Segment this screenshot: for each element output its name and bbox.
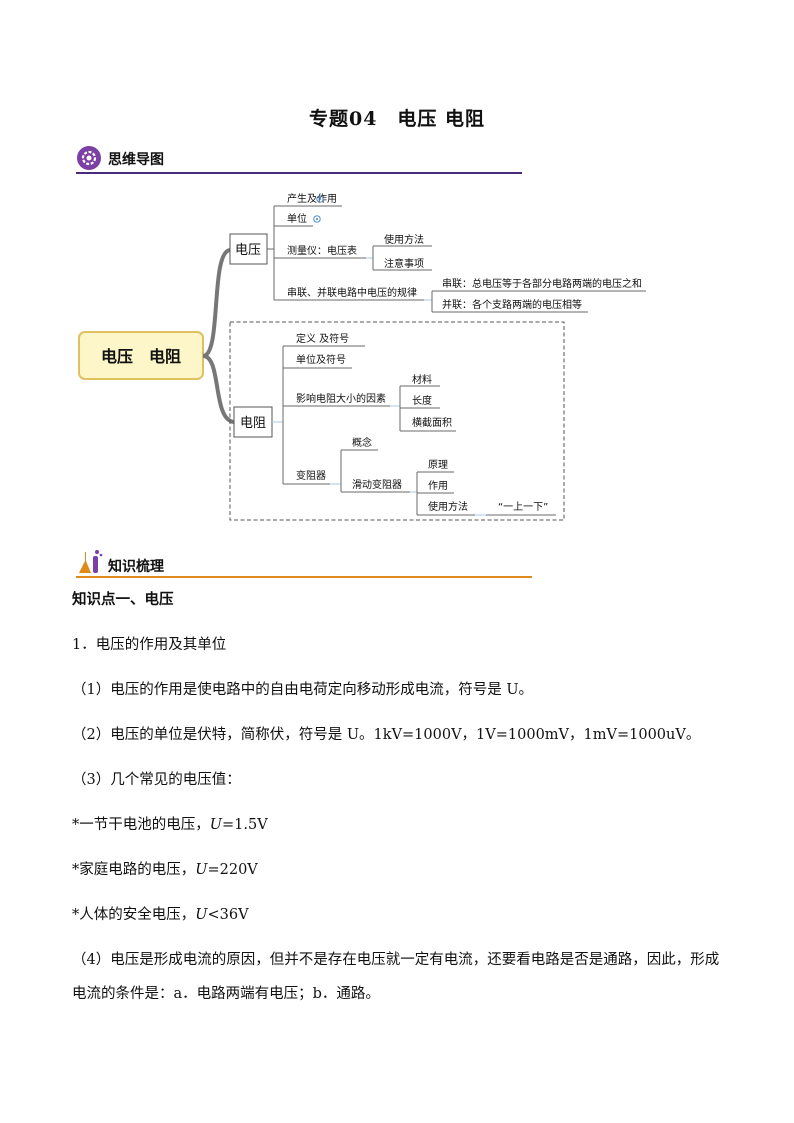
value-safe: *人体的安全电压，U<36V xyxy=(72,902,249,928)
subsection-heading: 1．电压的作用及其单位 xyxy=(72,637,227,653)
mindmap-voltage-label: 电压 xyxy=(235,243,261,258)
mindmap-r-factors: 影响电阻大小的因素 xyxy=(296,392,386,405)
value-household: *家庭电路的电压，U=220V xyxy=(72,857,258,883)
voltage-symbol: U xyxy=(195,907,208,923)
page-title: 专题04 电压 电阻 xyxy=(308,108,486,130)
mindmap-v-meter-note: 注意事项 xyxy=(384,257,424,270)
value-household-number: =220V xyxy=(207,862,258,878)
voltage-symbol: U xyxy=(209,817,222,833)
mindmap-v-rule-parallel: 并联：各个支路两端的电压相等 xyxy=(442,298,582,311)
mindmap-v-unit: 单位 xyxy=(287,212,307,225)
mindmap-section-rule xyxy=(76,172,522,174)
knowledge-section-title: 知识梳理 xyxy=(108,559,164,575)
mindmap-resistance-frame xyxy=(229,321,565,521)
mindmap-v-meter: 测量仪：电压表 xyxy=(287,244,357,257)
mindmap-section-header: 思维导图 xyxy=(76,143,526,174)
mindmap-r-method: 使用方法 xyxy=(428,500,468,513)
mindmap-r-material: 材料 xyxy=(412,373,432,386)
mindmap-r-unit: 单位及符号 xyxy=(296,353,346,366)
voltage-symbol: U xyxy=(195,862,208,878)
mindmap-r-method-note: “一上一下” xyxy=(498,501,548,513)
mindmap-r-area: 横截面积 xyxy=(412,416,452,429)
mindmap-r-length: 长度 xyxy=(412,394,432,407)
mindmap-r-concept: 概念 xyxy=(352,436,372,449)
expand-icon xyxy=(313,215,321,223)
mindmap-v-rule: 串联、并联电路中电压的规律 xyxy=(287,286,417,299)
mindmap-v-origin: 产生及作用 xyxy=(287,192,337,205)
mindmap-r-slide: 滑动变阻器 xyxy=(352,478,402,491)
knowledge-section-rule xyxy=(76,576,532,578)
mindmap-v-rule-series: 串联：总电压等于各部分电路两端的电压之和 xyxy=(442,277,642,290)
paragraph-voltage-unit: （2）电压的单位是伏特，简称伏，符号是 U。1kV=1000V，1V=1000m… xyxy=(72,727,701,743)
brain-gear-icon xyxy=(77,146,101,170)
expand-icon xyxy=(316,195,324,203)
mindmap-r-rheostat: 变阻器 xyxy=(296,469,326,482)
mindmap-resistance-label: 电阻 xyxy=(240,416,266,431)
knowledge-section-header: 知识梳理 xyxy=(76,548,536,578)
paragraph-common-values: （3）几个常见的电压值： xyxy=(72,772,241,788)
value-safe-label: *人体的安全电压， xyxy=(72,907,196,923)
value-safe-number: <36V xyxy=(207,907,249,923)
mindmap-r-function: 作用 xyxy=(428,480,448,492)
mindmap-root-label: 电压 电阻 xyxy=(101,347,181,366)
paragraph-current-condition: （4）电压是形成电流的原因，但并不是存在电压就一定有电流，还要看电路是否是通路，… xyxy=(72,952,720,1002)
value-battery: *一节干电池的电压，U=1.5V xyxy=(72,812,268,838)
mindmap-r-def: 定义 及符号 xyxy=(296,332,349,345)
mindmap-section-title: 思维导图 xyxy=(108,152,164,168)
knowledge-point-heading: 知识点一、电压 xyxy=(72,592,174,608)
mindmap-v-meter-use: 使用方法 xyxy=(384,233,424,246)
flask-icon xyxy=(79,550,103,573)
value-battery-number: =1.5V xyxy=(221,817,268,833)
mind-map: 电压 电阻 电压 产生及作用 单位 测量仪：电压表 使用方法 注意事项 串联、并… xyxy=(78,192,646,521)
value-battery-label: *一节干电池的电压， xyxy=(72,817,210,833)
paragraph-voltage-function: （1）电压的作用是使电路中的自由电荷定向移动形成电流，符号是 U。 xyxy=(72,682,534,698)
mindmap-r-principle: 原理 xyxy=(428,459,448,471)
value-household-label: *家庭电路的电压， xyxy=(72,862,196,878)
